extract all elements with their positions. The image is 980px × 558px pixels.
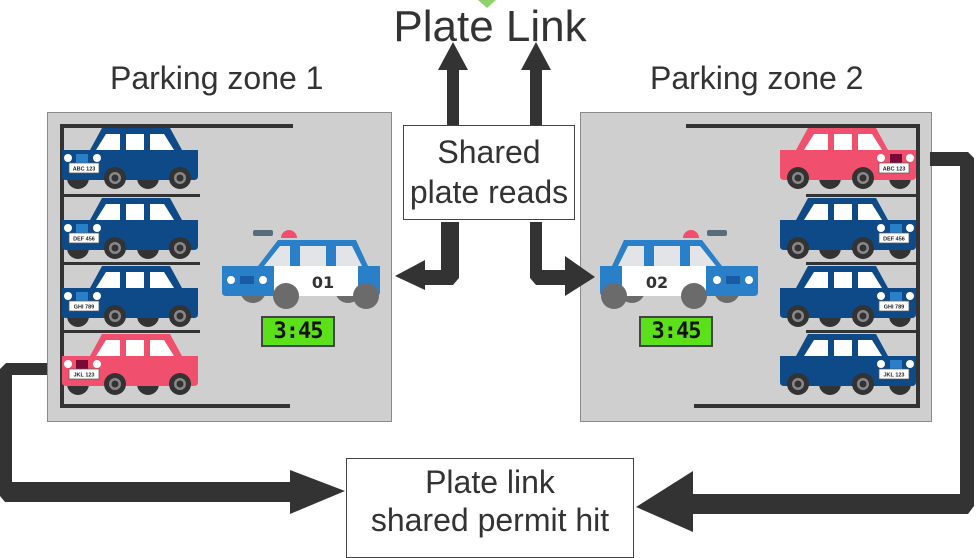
arrow-up-right xyxy=(521,42,551,125)
bottom-line-2: shared permit hit xyxy=(370,502,610,538)
patrol-number: 02 xyxy=(646,273,668,292)
title-marker-icon xyxy=(478,0,496,8)
license-plate: GHI 789 xyxy=(74,305,94,311)
patrol-car-1: 01 xyxy=(222,230,380,309)
parked-car: DEF 456 xyxy=(62,198,198,259)
license-plate: DEF 456 xyxy=(73,237,95,243)
parked-car: ABC 123 xyxy=(780,128,916,189)
hub-line-1: Shared xyxy=(437,134,541,170)
shared-plate-reads-box: Shared plate reads xyxy=(403,125,575,220)
license-plate: DEF 456 xyxy=(883,237,905,243)
patrol-number: 01 xyxy=(312,273,334,292)
parked-car: GHI 789 xyxy=(62,266,198,327)
arrow-up-left xyxy=(438,42,468,125)
parked-car: DEF 456 xyxy=(780,198,916,259)
diagram-title: Plate Link xyxy=(393,2,587,51)
license-plate: JKL 123 xyxy=(74,373,95,379)
license-plate: ABC 123 xyxy=(73,167,96,173)
arrow-zone-1-to-bottom xyxy=(0,363,345,514)
bottom-line-1: Plate link xyxy=(425,464,555,500)
zone-2-label: Parking zone 2 xyxy=(650,60,864,96)
shared-permit-hit-box: Plate link shared permit hit xyxy=(346,458,634,558)
zone-1-label: Parking zone 1 xyxy=(110,60,324,96)
license-plate: ABC 123 xyxy=(883,167,906,173)
zone-1-shelves xyxy=(60,124,293,408)
patrol-car-2: 02 xyxy=(600,230,758,309)
license-plate: GHI 789 xyxy=(884,305,904,311)
patrol-1-timer: 3:45 xyxy=(261,316,335,347)
arrow-to-patrol-2 xyxy=(530,222,595,296)
zone-2-shelves xyxy=(686,124,920,408)
hub-line-2: plate reads xyxy=(409,174,569,210)
parked-car: ABC 123 xyxy=(62,128,198,189)
parked-car: JKL 123 xyxy=(780,334,916,395)
arrow-zone-2-to-bottom xyxy=(636,152,974,532)
license-plate: JKL 123 xyxy=(884,373,905,379)
patrol-2-timer: 3:45 xyxy=(639,316,713,347)
parked-car: GHI 789 xyxy=(780,266,916,327)
parked-car: JKL 123 xyxy=(62,334,198,395)
